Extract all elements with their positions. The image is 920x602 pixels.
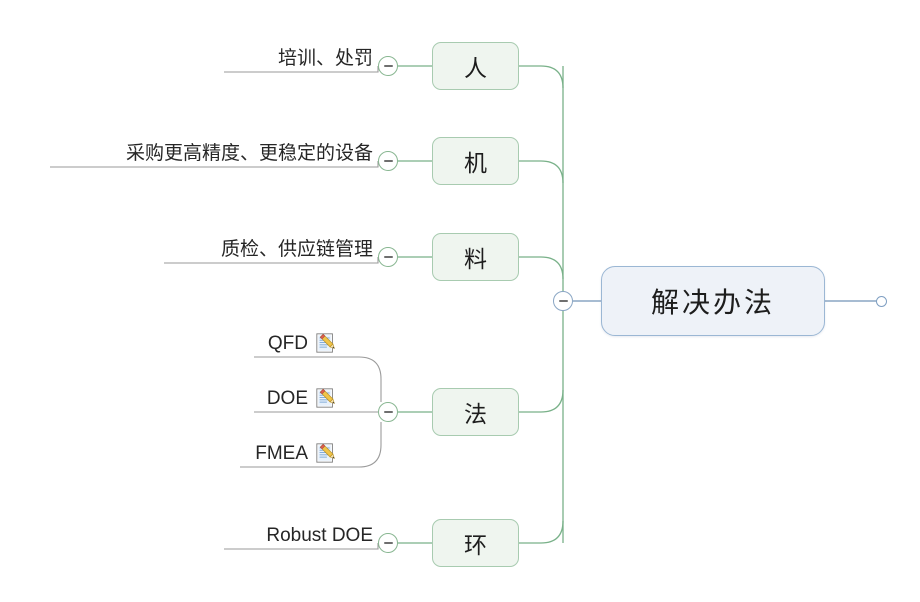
minus-icon [383, 256, 393, 258]
minus-icon [383, 411, 393, 413]
elbow-liao [519, 256, 564, 280]
collapse-toggle-liao[interactable] [378, 247, 398, 267]
root-end-dot [876, 296, 887, 307]
minus-icon [383, 65, 393, 67]
memo-note-icon [315, 442, 337, 464]
leaf-label: Robust DOE [266, 525, 373, 547]
branch-label-liao: 料 [464, 246, 487, 272]
branch-node-huan[interactable]: 环 [432, 519, 519, 567]
root-node[interactable]: 解决办法 [601, 266, 825, 336]
minus-icon [558, 300, 568, 302]
leaf-fa-qfd[interactable]: QFD [200, 325, 340, 357]
memo-note-icon [315, 387, 337, 409]
minus-icon [383, 542, 393, 544]
leaf-label: FMEA [255, 443, 308, 465]
leaf-huan-0[interactable]: Robust DOE [170, 517, 376, 549]
leaf-label: QFD [267, 333, 308, 355]
leafline-fmea [240, 422, 382, 468]
branch-node-liao[interactable]: 料 [432, 233, 519, 281]
leaf-label: 采购更高精度、更稳定的设备 [125, 143, 373, 165]
elbow-ren [519, 65, 564, 89]
leaf-label: 质检、供应链管理 [220, 239, 373, 261]
branch-label-fa: 法 [464, 401, 487, 427]
branch-label-ren: 人 [464, 55, 487, 81]
leaf-ren-0[interactable]: 培训、处罚 [170, 40, 376, 72]
branch-node-fa[interactable]: 法 [432, 388, 519, 436]
leaf-liao-0[interactable]: 质检、供应链管理 [120, 231, 376, 263]
leaf-ji-0[interactable]: 采购更高精度、更稳定的设备 [40, 135, 376, 167]
elbow-ji [519, 160, 564, 184]
branch-label-ji: 机 [464, 150, 487, 176]
leaf-label: DOE [266, 388, 308, 410]
leaf-label: 培训、处罚 [277, 48, 373, 70]
collapse-toggle-ji[interactable] [378, 151, 398, 171]
branch-node-ren[interactable]: 人 [432, 42, 519, 90]
collapse-toggle-root[interactable] [553, 291, 573, 311]
collapse-toggle-fa[interactable] [378, 402, 398, 422]
collapse-toggle-huan[interactable] [378, 533, 398, 553]
leafline-qfd [254, 356, 382, 402]
branch-label-huan: 环 [464, 532, 487, 558]
leaf-fa-doe[interactable]: DOE [200, 380, 340, 412]
collapse-toggle-ren[interactable] [378, 56, 398, 76]
leaf-fa-fmea[interactable]: FMEA [186, 435, 340, 467]
memo-note-icon [315, 332, 337, 354]
root-node-label: 解决办法 [650, 287, 775, 318]
minus-icon [383, 160, 393, 162]
elbow-fa [519, 389, 564, 413]
branch-node-ji[interactable]: 机 [432, 137, 519, 185]
elbow-huan [519, 520, 564, 544]
